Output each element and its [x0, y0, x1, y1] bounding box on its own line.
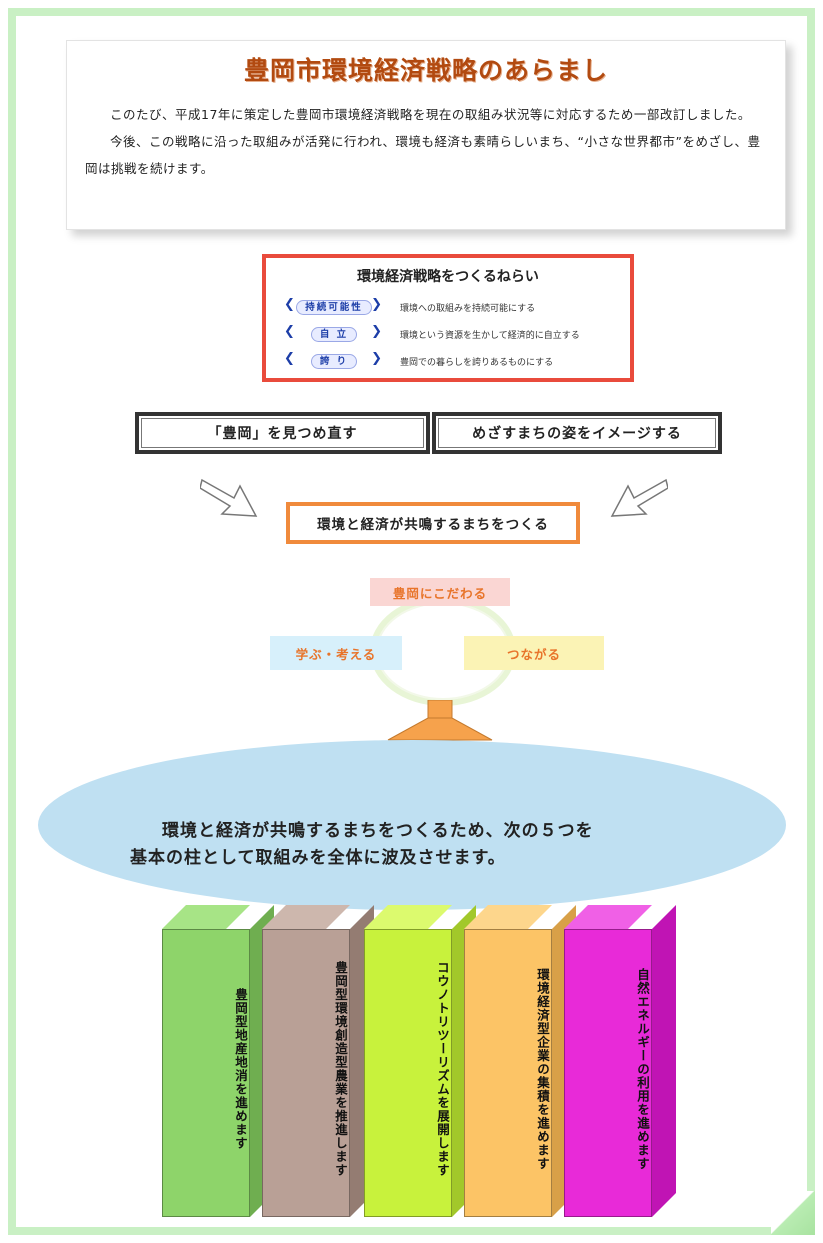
aim-row-independence: ❮ 自 立 ❯ 環境という資源を生かして経済的に自立する	[280, 321, 616, 348]
cycle-stick-to-toyooka: 豊岡にこだわる	[370, 578, 510, 606]
chevron-left-icon: ❮	[284, 351, 297, 366]
pillar-top-face	[464, 905, 552, 929]
aim-tag-pride: ❮ 誇 り ❯	[284, 351, 384, 369]
intro-title: 豊岡市環境経済戦略のあらまし	[243, 56, 608, 85]
aim-tag-independence: ❮ 自 立 ❯	[284, 324, 384, 342]
intro-panel: 豊岡市環境経済戦略のあらまし このたび、平成17年に策定した豊岡市環境経済戦略を…	[66, 40, 786, 230]
pillar-1: 豊岡型地産地消を進めます	[162, 905, 274, 1217]
cycle-learn-think: 学ぶ・考える	[270, 636, 402, 670]
pond-message-line-1: 環境と経済が共鳴するまちをつくるため、次の５つを	[162, 821, 594, 841]
pillar-label: 豊岡型環境創造型農業を推進します	[333, 961, 348, 1177]
pillar-top-face	[564, 905, 652, 929]
aim-tag-sustainability: ❮ 持続可能性 ❯	[284, 297, 384, 315]
pillar-front-face	[464, 929, 552, 1217]
aim-row-pride: ❮ 誇 り ❯ 豊岡での暮らしを誇りあるものにする	[280, 348, 616, 375]
pillar-label: 環境経済型企業の集積を進めます	[535, 967, 550, 1171]
pillar-label: コウノトリツーリズムを展開します	[435, 961, 450, 1177]
intro-paragraph-1: このたび、平成17年に策定した豊岡市環境経済戦略を現在の取組み状況等に対応するた…	[110, 107, 751, 122]
pillar-side-face	[652, 905, 676, 1217]
page-corner-fold	[771, 1191, 815, 1235]
chevron-left-icon: ❮	[284, 324, 297, 339]
goal-resonant-town: 環境と経済が共鳴するまちをつくる	[286, 502, 580, 544]
intro-paragraph-2: 今後、この戦略に沿った取組みが活発に行われ、環境も経済も素晴らしいまち、“小さな…	[85, 134, 761, 176]
cycle-connect: つながる	[464, 636, 604, 670]
chevron-right-icon: ❯	[371, 351, 384, 366]
pillar-5: 自然エネルギーの利用を進めます	[564, 905, 676, 1217]
pillar-front-face	[364, 929, 452, 1217]
step-rediscover-toyooka: 「豊岡」を見つめ直す	[135, 412, 430, 454]
pillar-label: 豊岡型地産地消を進めます	[233, 988, 248, 1150]
chevron-right-icon: ❯	[371, 297, 384, 312]
pillar-4: 環境経済型企業の集積を進めます	[464, 905, 576, 1217]
pillar-top-face	[162, 905, 250, 929]
pillar-front-face	[564, 929, 652, 1217]
chevron-left-icon: ❮	[284, 297, 297, 312]
arrow-down-right-icon	[200, 478, 258, 517]
aim-text-pride: 豊岡での暮らしを誇りあるものにする	[400, 358, 554, 368]
pillar-3: コウノトリツーリズムを展開します	[364, 905, 476, 1217]
aims-box: 環境経済戦略をつくるねらい ❮ 持続可能性 ❯ 環境への取組みを持続可能にする …	[262, 254, 634, 382]
pillar-front-face	[162, 929, 250, 1217]
pillar-front-face	[262, 929, 350, 1217]
pillar-top-face	[364, 905, 452, 929]
pond-message-line-2: 基本の柱として取組みを全体に波及させます。	[130, 848, 506, 868]
arrow-down-left-icon	[610, 478, 668, 517]
pond-message: 環境と経済が共鳴するまちをつくるため、次の５つを 基本の柱として取組みを全体に波…	[130, 818, 730, 872]
pillar-top-face	[262, 905, 350, 929]
pillar-label: 自然エネルギーの利用を進めます	[635, 967, 650, 1171]
ripple-pond	[38, 740, 786, 910]
aim-text-independence: 環境という資源を生かして経済的に自立する	[400, 331, 580, 341]
aim-row-sustainability: ❮ 持続可能性 ❯ 環境への取組みを持続可能にする	[280, 294, 616, 321]
step-imagine-town: めざすまちの姿をイメージする	[432, 412, 722, 454]
aim-text-sustainability: 環境への取組みを持続可能にする	[400, 304, 536, 314]
aims-title: 環境経済戦略をつくるねらい	[357, 269, 539, 285]
pillar-2: 豊岡型環境創造型農業を推進します	[262, 905, 374, 1217]
chevron-right-icon: ❯	[371, 324, 384, 339]
